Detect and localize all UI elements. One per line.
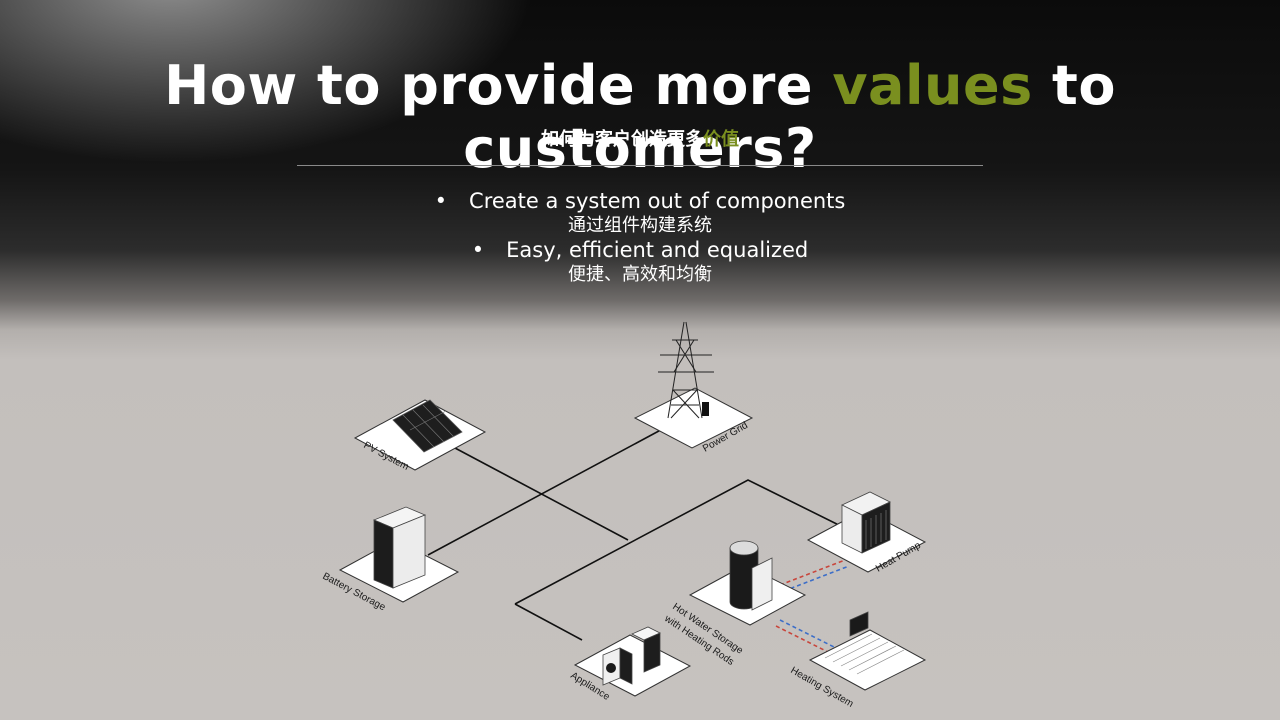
slide-title: How to provide more values to customers? [0, 54, 1280, 180]
heating-base-tile [808, 629, 927, 691]
water-tank-top [729, 540, 759, 556]
washing-machine-side [619, 647, 633, 685]
heatpump-grill-icon [865, 510, 887, 549]
power-tower-icon [658, 321, 714, 419]
grid-meter-icon [702, 402, 709, 416]
hot-water-storage-node: Hot Water Storage with Heating Rods [661, 540, 807, 668]
thermostat-icon [849, 611, 869, 637]
heating-rod-cabinet [751, 557, 773, 611]
heating-system-node: Heating System [789, 611, 927, 710]
divider-line [297, 165, 983, 166]
cooktop-icon [643, 632, 661, 673]
appliance-node: Appliance [568, 626, 692, 703]
solar-panel-icon [392, 399, 463, 453]
title-text-start: How to provide more [164, 54, 833, 117]
slide-subtitle: 如何为客户创造更多价值 [0, 125, 1280, 151]
line-to-appliance [514, 603, 583, 641]
title-accent-word: values [832, 54, 1033, 117]
line-grid-to-battery [427, 424, 671, 556]
underfloor-heating-icon [824, 633, 905, 675]
bullet-item-1: • Create a system out of components [0, 189, 1280, 214]
battery-side-face [392, 514, 426, 589]
subtitle-text: 如何为客户创造更多 [541, 129, 703, 150]
bullet-2-chinese: 便捷、高效和均衡 [568, 264, 712, 285]
bullet-2-english: Easy, efficient and equalized [506, 238, 809, 262]
appliance-base-tile [573, 634, 692, 697]
battery-storage-node: Battery Storage [321, 506, 460, 613]
heat-pump-node: Heat Pump [806, 491, 927, 575]
washer-door-icon [606, 663, 616, 673]
title-text-end: to customers? [463, 54, 1116, 180]
subtitle-accent: 价值 [703, 129, 739, 150]
bullet-1-chinese: 通过组件构建系统 [568, 215, 712, 236]
bullet-dot: • [434, 189, 448, 213]
bullet-list: • Create a system out of components 通过组件构… [0, 189, 1280, 287]
bullet-dot: • [471, 238, 485, 262]
connection-lines [427, 424, 866, 641]
battery-front-face [373, 519, 394, 589]
pipe-cold-heating [779, 619, 841, 651]
pipe-hot-heatpump [779, 559, 846, 586]
pipe-cold-heatpump [783, 565, 850, 592]
grid-base-tile [633, 387, 754, 449]
pv-system-node: PV System [353, 399, 487, 473]
line-hub-to-heatpump [514, 479, 866, 605]
bullet-item-2: • Easy, efficient and equalized [0, 238, 1280, 263]
solar-panel-grid [402, 404, 455, 448]
pipe-lines [775, 559, 850, 657]
bullet-1-english: Create a system out of components [469, 189, 846, 213]
